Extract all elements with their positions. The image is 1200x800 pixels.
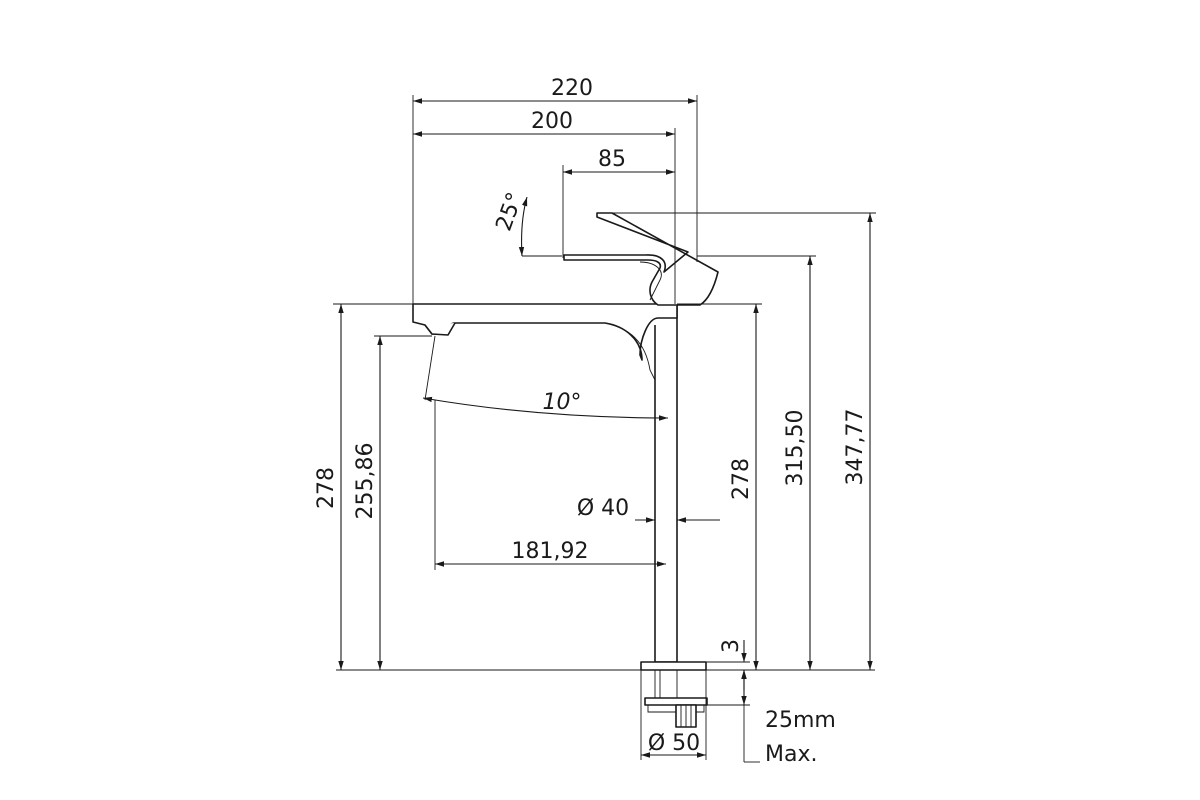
base-plate <box>640 661 707 671</box>
fixing-rod <box>654 670 678 700</box>
faucet-outline <box>412 212 719 728</box>
dimension-angle-10: 10° <box>422 335 669 421</box>
aerator <box>424 322 456 336</box>
lever-neck-line <box>639 261 662 301</box>
dim-angle-10-label: 10° <box>543 390 582 415</box>
spout-neck-line <box>604 322 656 381</box>
spout-arm <box>412 303 678 361</box>
dimension-347-77: 347,77 <box>612 212 876 670</box>
dimension-315-50: 315,50 <box>697 255 816 670</box>
dim-3-label: 3 <box>719 639 744 653</box>
dim-278-right-label: 278 <box>729 458 754 500</box>
dimension-278-left: 278 <box>314 303 413 670</box>
dimension-diameter-40: Ø 40 <box>577 496 720 523</box>
dim-315-50-label: 315,50 <box>783 410 808 487</box>
dimension-255-86: 255,86 <box>353 335 432 670</box>
dim-347-77-label: 347,77 <box>843 409 868 486</box>
dimension-220: 220 <box>412 76 698 304</box>
nut-threads <box>680 705 692 727</box>
dimension-181-92: 181,92 <box>434 400 666 570</box>
dimension-278-right: 278 <box>677 303 762 670</box>
dim-diameter-40-label: Ø 40 <box>577 496 629 521</box>
dim-181-92-label: 181,92 <box>512 539 589 564</box>
dim-85-label: 85 <box>598 147 626 172</box>
dim-220-label: 220 <box>551 76 593 101</box>
dim-angle-25-label: 25° <box>491 189 528 234</box>
dimension-counter-thickness: 25mm Max. <box>707 670 836 767</box>
dimension-angle-25: 25° <box>491 189 562 257</box>
dim-200-label: 200 <box>531 109 573 134</box>
dim-25mm-label: 25mm <box>765 708 836 733</box>
dim-255-86-label: 255,86 <box>353 443 378 520</box>
dimension-85: 85 <box>562 147 675 258</box>
dimension-200: 200 <box>413 109 676 304</box>
dimension-3: 3 <box>706 639 750 690</box>
dimension-diameter-50: Ø 50 <box>640 670 707 760</box>
lever-handle <box>563 212 719 306</box>
dim-max-label: Max. <box>765 742 817 767</box>
dim-278-left-label: 278 <box>314 467 339 509</box>
fixing-washer <box>644 697 708 706</box>
body-column <box>654 305 678 663</box>
dim-diameter-50-label: Ø 50 <box>648 731 700 756</box>
